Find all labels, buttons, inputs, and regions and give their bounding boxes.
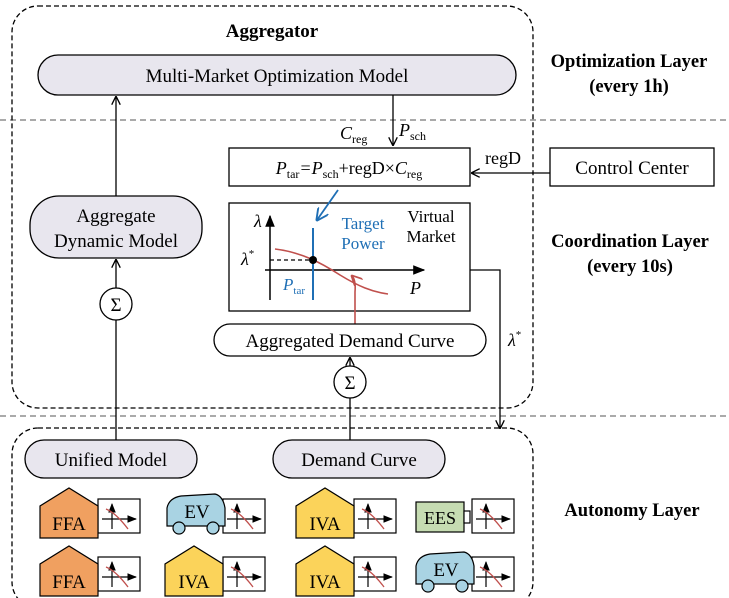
regd-signal: regD [485, 148, 521, 168]
target-power-equation-box [228, 147, 471, 187]
p-tar-label: Ptar [282, 275, 305, 297]
sum-node-left [99, 287, 133, 321]
optimization-layer-period: (every 1h) [589, 77, 669, 97]
device-label: EES [424, 508, 456, 528]
device-curve-box [222, 556, 266, 592]
device-label: EV [184, 502, 210, 523]
house-icon [39, 487, 99, 539]
device-label: IVA [309, 514, 341, 535]
control-center-box [549, 147, 715, 187]
virtual-demand-curve [274, 248, 389, 295]
coordination-layer-label: Coordination Layer [551, 232, 709, 252]
wheel-icon [206, 521, 220, 535]
device-curve [230, 508, 254, 530]
aggregate-dynamic-model-line1: Aggregate [76, 206, 155, 227]
aggregated-demand-curve-node [213, 323, 487, 357]
device-curve-box [471, 498, 515, 534]
optimization-model-label: Multi-Market Optimization Model [146, 66, 409, 87]
demand-curve-node [272, 439, 446, 479]
aggregate-dynamic-model-line2: Dynamic Model [54, 231, 178, 252]
sum-symbol-middle: Σ [344, 373, 355, 394]
device-ees-3: EES [415, 498, 515, 534]
device-iva-5: IVA [164, 545, 266, 597]
clearing-price-label: λ* [240, 248, 254, 269]
coordination-layer-period: (every 10s) [587, 257, 673, 277]
unified-model-node [24, 439, 198, 479]
c-reg-signal: Creg [340, 123, 367, 146]
device-grid: FFA EV IVA EES FFA IVA IVA EV [39, 487, 515, 597]
device-iva-6: IVA [295, 545, 397, 597]
lambda-star-signal: λ* [507, 329, 521, 350]
device-label: IVA [178, 572, 210, 593]
device-ev-1: EV [166, 493, 266, 535]
clearing-price-broadcast-arrow [470, 269, 500, 428]
control-center-label: Control Center [575, 158, 689, 179]
device-curve-box [353, 556, 397, 592]
aggregator-box [11, 5, 534, 409]
wheel-icon [455, 579, 469, 593]
aggregator-title: Aggregator [226, 21, 319, 42]
virtual-market-title-line2: Market [406, 227, 455, 246]
autonomy-box [11, 427, 534, 598]
house-icon [39, 545, 99, 597]
virtual-market-title-line1: Virtual [407, 207, 454, 226]
device-curve [361, 508, 385, 530]
optimization-layer-label: Optimization Layer [551, 52, 708, 72]
car-icon [166, 493, 226, 527]
sum-node-middle [333, 365, 367, 399]
unified-model-label: Unified Model [55, 450, 167, 471]
battery-icon [415, 501, 465, 533]
power-axis-label: P [409, 278, 421, 298]
device-curve-box [353, 498, 397, 534]
device-iva-2: IVA [295, 487, 397, 539]
target-power-text-line2: Power [341, 234, 385, 253]
battery-terminal-icon [463, 510, 471, 524]
device-label: FFA [52, 572, 86, 593]
house-icon [295, 545, 355, 597]
device-ffa-0: FFA [39, 487, 141, 539]
optimization-model-node [37, 54, 517, 96]
device-label: FFA [52, 514, 86, 535]
demand-curve-feed-arrow [352, 276, 355, 325]
price-axis-label: λ [253, 211, 262, 231]
device-curve [479, 508, 503, 530]
device-curve [230, 566, 254, 588]
aggregated-demand-curve-label: Aggregated Demand Curve [246, 331, 455, 352]
sum-symbol-left: Σ [110, 295, 121, 316]
target-power-arrow [317, 189, 339, 220]
device-curve-box [97, 556, 141, 592]
device-curve [479, 566, 503, 588]
device-curve-box [97, 498, 141, 534]
target-power-equation: Ptar=Psch+regD×Creg [275, 158, 422, 181]
wheel-icon [421, 579, 435, 593]
device-curve-box [471, 556, 515, 592]
device-ffa-4: FFA [39, 545, 141, 597]
device-label: IVA [309, 572, 341, 593]
target-power-text-line1: Target [342, 214, 385, 233]
house-icon [295, 487, 355, 539]
device-curve [105, 508, 129, 530]
device-curve [105, 566, 129, 588]
device-curve-box [222, 498, 266, 534]
car-icon [415, 551, 475, 585]
device-label: EV [433, 560, 459, 581]
autonomy-layer-label: Autonomy Layer [564, 501, 699, 521]
wheel-icon [172, 521, 186, 535]
p-sch-signal: Psch [398, 120, 426, 143]
device-ev-7: EV [415, 551, 515, 593]
house-icon [164, 545, 224, 597]
demand-curve-label: Demand Curve [301, 450, 417, 471]
clearing-point [309, 256, 317, 264]
device-curve [361, 566, 385, 588]
